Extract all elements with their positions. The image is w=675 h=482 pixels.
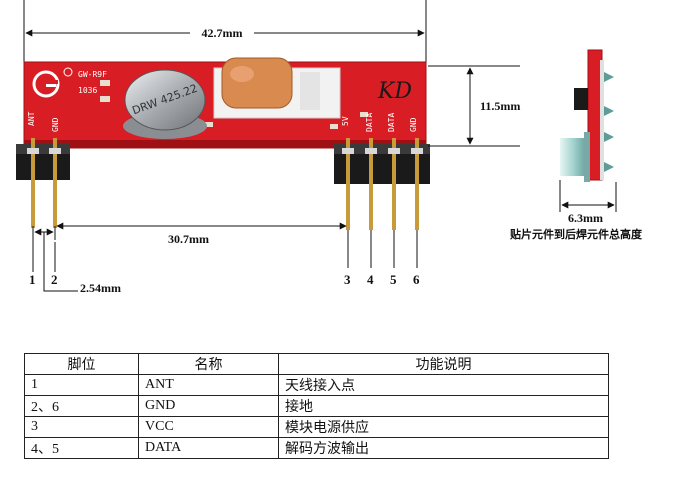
silk-gnd-right: GND bbox=[409, 117, 418, 132]
height-label: 11.5mm bbox=[480, 99, 520, 113]
side-view bbox=[560, 49, 614, 182]
code-silkscreen: 1036 bbox=[78, 86, 97, 95]
smd-height-label: 6.3mm bbox=[568, 211, 603, 225]
row-name: GND bbox=[138, 395, 279, 417]
row-pin: 1 bbox=[24, 374, 139, 396]
silk-gnd-left: GND bbox=[51, 117, 60, 132]
row-pin: 4、5 bbox=[24, 437, 139, 459]
crystal-resonator: DRW 425.22 bbox=[123, 69, 207, 139]
pin-number-5: 5 bbox=[390, 272, 397, 287]
pin-number-4: 4 bbox=[367, 272, 374, 287]
model-silkscreen: GW-R9F bbox=[78, 70, 107, 79]
header-pin: 脚位 bbox=[24, 353, 139, 375]
header-function: 功能说明 bbox=[278, 353, 609, 375]
pin-span-label: 30.7mm bbox=[168, 232, 209, 246]
row-desc: 解码方波输出 bbox=[278, 437, 609, 459]
row-name: DATA bbox=[138, 437, 279, 459]
table-row: 2、6 GND 接地 bbox=[24, 395, 609, 417]
left-header bbox=[16, 138, 70, 228]
header-name: 名称 bbox=[138, 353, 279, 375]
brand-logo bbox=[32, 67, 73, 98]
smd-height-note: 贴片元件到后焊元件总高度 bbox=[509, 227, 643, 241]
table-header-row: 脚位 名称 功能说明 bbox=[24, 353, 609, 375]
table-row: 4、5 DATA 解码方波输出 bbox=[24, 437, 609, 459]
row-name: ANT bbox=[138, 374, 279, 396]
row-desc: 接地 bbox=[278, 395, 609, 417]
capacitor bbox=[221, 57, 293, 109]
silk-data-2: DATA bbox=[387, 113, 396, 132]
pitch-label: 2.54mm bbox=[80, 281, 121, 295]
right-header bbox=[334, 138, 430, 230]
row-desc: 模块电源供应 bbox=[278, 416, 609, 438]
pcb-board: GW-R9F 1036 DRW 425.22 KD ANT GND 5V DAT… bbox=[23, 57, 427, 149]
row-pin: 3 bbox=[24, 416, 139, 438]
module-diagram: 42.7mm GW-R9F 1036 DRW 425.22 bbox=[16, 0, 643, 295]
row-desc: 天线接入点 bbox=[278, 374, 609, 396]
pin-number-3: 3 bbox=[344, 272, 351, 287]
silk-data-1: DATA bbox=[365, 113, 374, 132]
pin-function-table: 脚位 名称 功能说明 1 ANT 天线接入点 2、6 GND 接地 3 VCC … bbox=[24, 353, 609, 459]
pin-number-2: 2 bbox=[51, 272, 58, 287]
table-row: 1 ANT 天线接入点 bbox=[24, 374, 609, 396]
row-name: VCC bbox=[138, 416, 279, 438]
row-pin: 2、6 bbox=[24, 395, 139, 417]
pin-number-1: 1 bbox=[29, 272, 36, 287]
pitch-label-leader bbox=[43, 232, 78, 292]
silk-ant: ANT bbox=[27, 111, 36, 126]
pin-number-6: 6 bbox=[413, 272, 420, 287]
table-row: 3 VCC 模块电源供应 bbox=[24, 416, 609, 438]
length-label: 42.7mm bbox=[202, 26, 243, 40]
kd-logo: KD bbox=[377, 79, 412, 104]
silk-5v: 5V bbox=[341, 116, 350, 126]
